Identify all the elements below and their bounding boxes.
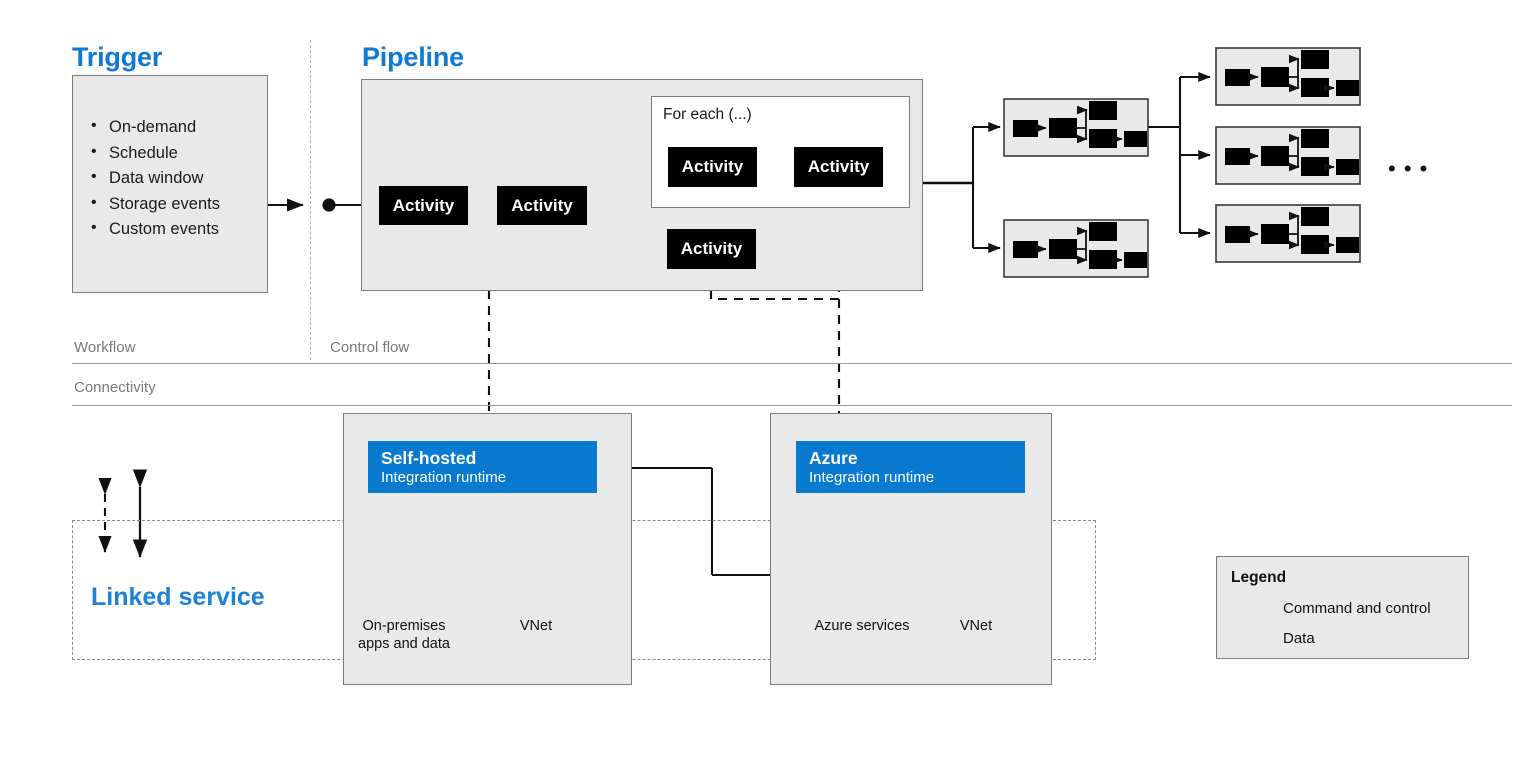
section-label-control-flow: Control flow <box>330 339 410 356</box>
legend-entry-data-label: Data <box>1283 630 1315 647</box>
fanout-level2-connector <box>1148 71 1211 239</box>
mini-pipeline-glyph-2 <box>1003 219 1149 278</box>
vnet-caption-azure: VNet <box>959 618 993 634</box>
section-rule-upper <box>72 363 1512 365</box>
legend-panel: Legend <box>1216 556 1469 659</box>
activity-block-1[interactable]: Activity <box>379 186 468 225</box>
list-item: Storage events <box>89 194 267 214</box>
list-item: Schedule <box>89 143 267 163</box>
trigger-heading: Trigger <box>72 42 163 72</box>
mini-pipeline-glyph-4 <box>1215 126 1361 185</box>
mini-pipeline-glyph-1 <box>1003 98 1149 157</box>
list-item: Custom events <box>89 219 267 239</box>
command-control-dashed-right <box>709 192 841 448</box>
self-hosted-runtime-title: Self-hosted <box>381 448 477 468</box>
trigger-panel: On-demand Schedule Data window Storage e… <box>72 75 268 293</box>
azure-runtime-header[interactable]: Azure Integration runtime <box>796 441 1025 493</box>
trigger-list: On-demand Schedule Data window Storage e… <box>89 117 267 239</box>
section-label-connectivity: Connectivity <box>74 379 156 396</box>
list-item: On-demand <box>89 117 267 137</box>
activity-block-3[interactable]: Activity <box>667 229 756 269</box>
legend-entry-command-control-label: Command and control <box>1283 600 1431 617</box>
mini-pipeline-glyph-5 <box>1215 204 1361 263</box>
mini-pipeline-glyph-3 <box>1215 47 1361 106</box>
workflow-controlflow-divider <box>310 40 311 360</box>
vnet-caption-self-hosted: VNet <box>519 618 553 634</box>
on-premises-caption-line1: On-premises <box>362 618 446 634</box>
on-premises-caption-line2: apps and data <box>358 635 450 652</box>
fanout-ellipsis: • • • <box>1388 156 1429 181</box>
azure-runtime-title: Azure <box>809 448 858 468</box>
pipeline-heading: Pipeline <box>362 42 464 72</box>
on-premises-caption: On-premises apps and data <box>354 618 454 653</box>
linked-service-heading: Linked service <box>91 583 265 611</box>
list-item: Data window <box>89 168 267 188</box>
activity-block-2[interactable]: Activity <box>497 186 587 225</box>
azure-services-caption: Azure services <box>814 618 910 634</box>
azure-runtime-subtitle: Integration runtime <box>809 468 935 486</box>
legend-title: Legend <box>1231 569 1287 586</box>
self-hosted-runtime-header[interactable]: Self-hosted Integration runtime <box>368 441 597 493</box>
trigger-to-pipeline-arrow <box>268 198 362 212</box>
section-rule-lower <box>72 405 1512 407</box>
foreach-activity-block-2[interactable]: Activity <box>794 147 883 187</box>
foreach-activity-block-1[interactable]: Activity <box>668 147 757 187</box>
pipeline-fanout-connector <box>923 121 1001 254</box>
section-label-workflow: Workflow <box>74 339 136 356</box>
foreach-label: For each (...) <box>663 106 752 123</box>
self-hosted-runtime-subtitle: Integration runtime <box>381 468 507 486</box>
